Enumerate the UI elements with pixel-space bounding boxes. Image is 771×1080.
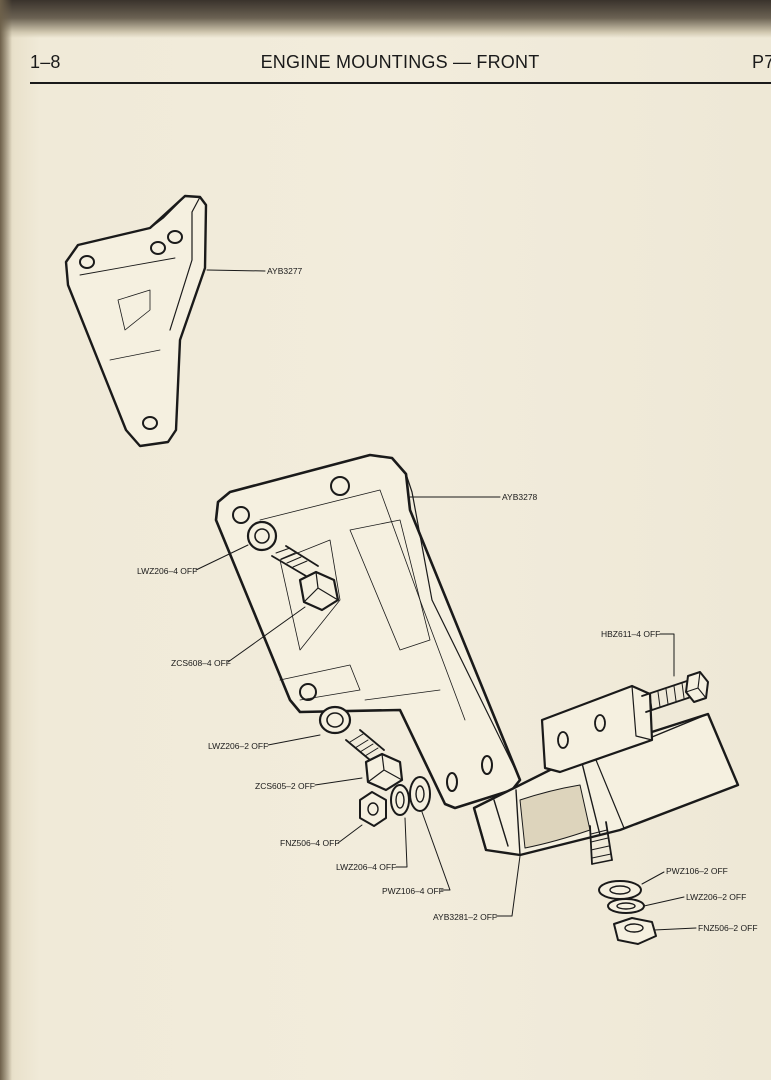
leader-lines: [195, 269, 697, 931]
label-lwz206-2-right: LWZ206–2 OFF: [686, 892, 746, 902]
label-lwz206-4-upper: LWZ206–4 OFF: [137, 566, 197, 576]
label-pwz106-4: PWZ106–4 OFF: [382, 886, 444, 896]
label-zcs608: ZCS608–4 OFF: [171, 658, 231, 668]
bracket-ayb3277-drawing: [64, 194, 208, 448]
page-reference: P7: [752, 52, 771, 72]
label-fnz506-2: FNZ506–2 OFF: [698, 923, 758, 933]
binding-shadow-left: [0, 0, 12, 1080]
label-hbz611: HBZ611–4 OFF: [601, 629, 660, 639]
section-number: 1–8: [30, 52, 61, 72]
page-title: ENGINE MOUNTINGS — FRONT: [260, 52, 540, 72]
nut-washers-right-drawing: [598, 880, 657, 945]
washer-bolt-upper-drawing: [246, 520, 340, 612]
label-ayb3281: AYB3281–2 OFF: [433, 912, 497, 922]
washer-bolt-lower-drawing: [318, 705, 404, 792]
label-lwz206-4-lower: LWZ206–4 OFF: [336, 862, 396, 872]
label-pwz106-2: PWZ106–2 OFF: [666, 866, 728, 876]
label-ayb3278: AYB3278: [502, 492, 538, 502]
header-rule: [30, 82, 771, 84]
label-ayb3277: AYB3277: [267, 266, 303, 276]
binding-shadow-top: [0, 0, 771, 38]
nut-washers-left-drawing: [359, 776, 431, 827]
bracket-ayb3278-drawing: [214, 453, 522, 810]
label-zcs605: ZCS605–2 OFF: [255, 781, 315, 791]
mounting-ayb3281-drawing: [472, 671, 740, 865]
label-fnz506-4: FNZ506–4 OFF: [280, 838, 340, 848]
label-lwz206-2-left: LWZ206–2 OFF: [208, 741, 268, 751]
